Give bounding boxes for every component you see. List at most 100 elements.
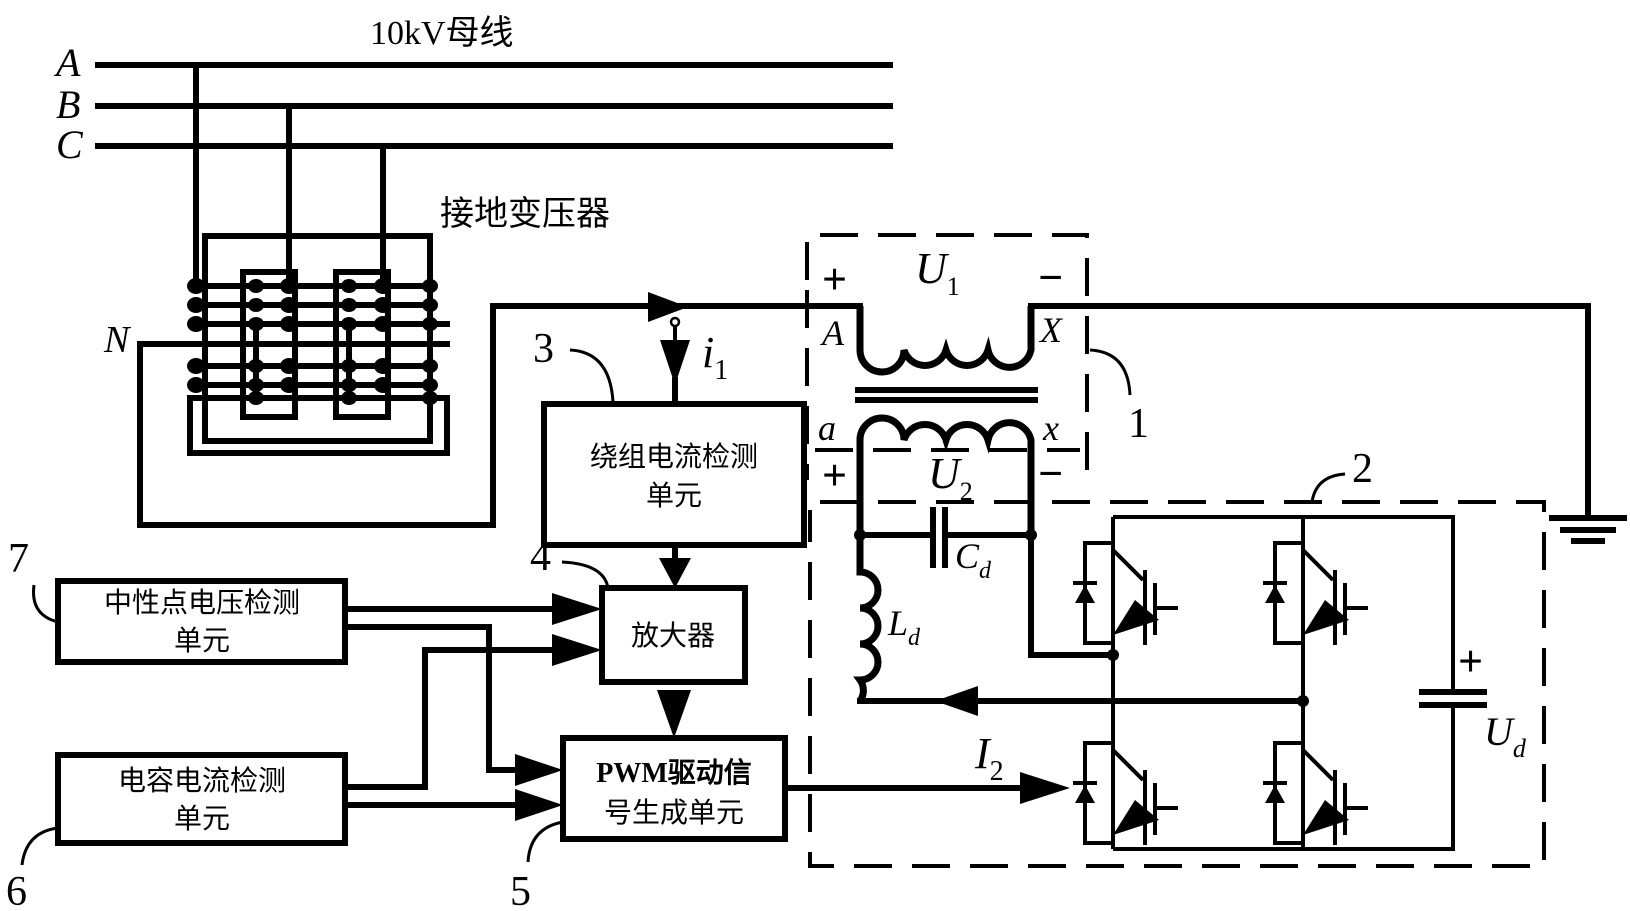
- phase-b-label: B: [56, 82, 80, 127]
- i2-arrow: [935, 686, 978, 716]
- dashed-box-1: [805, 233, 1089, 470]
- ud-label: Ud: [1484, 709, 1527, 763]
- arrow-4-5: [657, 690, 691, 738]
- coil-turn: [374, 358, 392, 374]
- emitter-arrow: [1113, 800, 1159, 835]
- ref-5-leader: [526, 820, 564, 863]
- u1-plus: +: [822, 255, 847, 304]
- bus-bar: 10kV母线 A B C: [53, 14, 893, 167]
- diode-icon: [1265, 785, 1285, 803]
- diode-icon: [1075, 785, 1095, 803]
- coil-turn: [374, 377, 392, 393]
- u2-label: U2: [928, 449, 973, 506]
- coil-turn: [187, 358, 205, 374]
- terminal-x-lower: x: [1042, 408, 1059, 448]
- winding-coils: [187, 278, 438, 405]
- neutral-voltage-detection-block: 中性点电压检测 单元 7: [8, 536, 348, 665]
- arrow-7-5: [515, 754, 563, 786]
- ref-number-7: 7: [8, 536, 29, 582]
- block-5-line1: PWM驱动信: [596, 757, 752, 789]
- ref-number-6: 6: [6, 869, 27, 911]
- winding-current-detection-block: i1 绕组电流检测 单元 3: [533, 316, 807, 548]
- pwm-block: PWM驱动信 号生成单元 5: [510, 735, 788, 911]
- emitter-arrow: [1303, 800, 1349, 835]
- u2-plus: +: [822, 451, 847, 500]
- coil-turn: [341, 279, 357, 293]
- phase-a-label: A: [53, 40, 81, 85]
- block-3-line1: 绕组电流检测: [590, 440, 758, 473]
- block-4-label: 放大器: [631, 619, 715, 652]
- collector: [1111, 548, 1145, 582]
- coil-turn: [248, 359, 264, 373]
- arrow-6-4: [552, 634, 602, 666]
- terminal-a-lower: a: [818, 408, 836, 448]
- ref-2-leader: [1310, 472, 1346, 503]
- u1-label: U1: [915, 244, 960, 301]
- arrow-6-5: [515, 789, 563, 821]
- i2-label: I2: [974, 729, 1004, 787]
- coil-turn: [422, 298, 438, 312]
- coil-turn: [341, 317, 357, 331]
- inductor-ld: [853, 535, 882, 704]
- coil-turn: [248, 279, 264, 293]
- bus-title: 10kV母线: [370, 14, 514, 52]
- coil-turn: [374, 316, 392, 332]
- pwm-output-arrow: [1020, 772, 1070, 804]
- collector: [1301, 548, 1335, 582]
- coil-turn: [374, 297, 392, 313]
- ref-4-leader: [561, 560, 610, 589]
- collector: [1111, 748, 1145, 782]
- current-direction-arrow: [648, 292, 688, 322]
- core-outer: [202, 233, 433, 444]
- neutral-label: N: [103, 319, 132, 361]
- coil-turn: [341, 378, 357, 392]
- terminal-x-upper: X: [1038, 310, 1064, 350]
- emitter-arrow: [1303, 600, 1349, 635]
- coil-turn: [280, 297, 298, 313]
- ref-number-4: 4: [530, 534, 551, 580]
- cd-label: Cd: [955, 536, 992, 584]
- i1-label: i1: [702, 328, 728, 386]
- dc-rails: [1113, 515, 1455, 851]
- coil-turn: [248, 391, 264, 405]
- neutral-wire: [137, 303, 863, 528]
- capacitor-current-detection-block: 电容电流检测 单元 6: [6, 752, 348, 911]
- junction-dot: [1297, 695, 1309, 707]
- ref-number-5: 5: [510, 869, 531, 911]
- u2-minus: −: [1038, 449, 1063, 498]
- ref-7-leader: [32, 584, 59, 624]
- arrow-7-4: [552, 593, 602, 625]
- coil-turn: [422, 391, 438, 405]
- coil-turn: [280, 358, 298, 374]
- block-3-line2: 单元: [646, 479, 702, 512]
- diode-icon: [1075, 585, 1095, 603]
- ref-1-leader: [1089, 348, 1132, 396]
- coil-turn: [341, 391, 357, 405]
- ground-icon: [1549, 515, 1627, 544]
- terminal-a-upper: A: [820, 313, 845, 353]
- coil-turn: [374, 278, 392, 294]
- block-7-line2: 单元: [174, 624, 230, 657]
- wire-6-to-4: [342, 647, 563, 790]
- x-to-left-leg: [1028, 532, 1116, 658]
- block-neutral-voltage: [55, 578, 348, 665]
- block-6-line1: 电容电流检测: [118, 764, 286, 797]
- secondary-winding: [856, 414, 1035, 540]
- ref-number-1: 1: [1128, 401, 1149, 447]
- coil-turn: [422, 317, 438, 331]
- i1-sense-arrow: [660, 340, 690, 385]
- block-7-line1: 中性点电压检测: [104, 586, 300, 619]
- coil-turn: [280, 278, 298, 294]
- junction-dot: [1107, 649, 1119, 661]
- wire-7-to-5: [342, 624, 523, 773]
- coil-turn: [422, 279, 438, 293]
- u1-minus: −: [1038, 253, 1063, 302]
- coil-turn: [341, 359, 357, 373]
- igbt-switch: [1073, 741, 1178, 845]
- block-6-line2: 单元: [174, 802, 230, 835]
- coil-turn: [187, 297, 205, 313]
- block-5-line2: 号生成单元: [604, 796, 744, 829]
- core-bottom-loop: [187, 395, 450, 456]
- coil-turn: [280, 377, 298, 393]
